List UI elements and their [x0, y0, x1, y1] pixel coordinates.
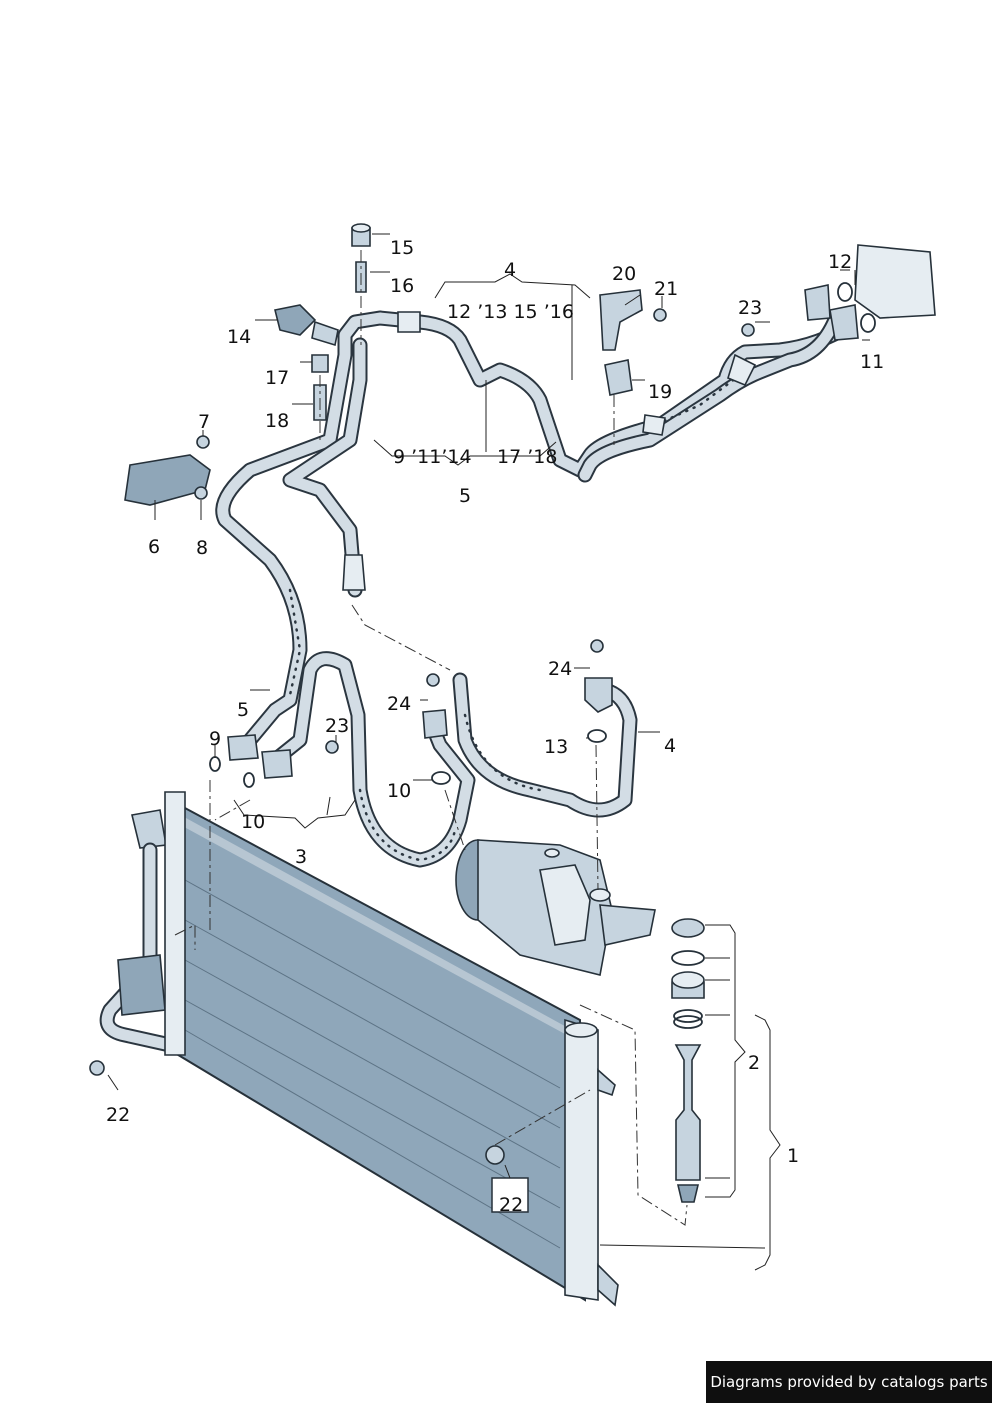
- callout-20: 20: [612, 263, 636, 285]
- callout-17: 17: [265, 367, 289, 389]
- small-parts: [89, 223, 936, 1076]
- callout-24-mid: 24: [387, 693, 411, 715]
- callout-16: 16: [390, 275, 414, 297]
- callout-23-top: 23: [738, 297, 762, 319]
- callout-18: 18: [265, 410, 289, 432]
- callout-14: 14: [227, 326, 251, 348]
- refrigerant-lines: [215, 310, 858, 868]
- callout-group-5-right: 17 ’18: [497, 446, 557, 468]
- callout-10-mid: 10: [387, 780, 411, 802]
- compressor: [455, 839, 656, 976]
- condenser: [99, 791, 619, 1307]
- callout-19: 19: [648, 381, 672, 403]
- callout-1: 1: [787, 1145, 799, 1167]
- callout-24-right: 24: [548, 658, 572, 680]
- callout-4-top: 4: [504, 259, 516, 281]
- callout-3: 3: [295, 846, 307, 868]
- catalog-credit-banner: Diagrams provided by catalogs parts: [706, 1361, 992, 1403]
- callout-5-top: 5: [459, 485, 471, 507]
- callout-15: 15: [390, 237, 414, 259]
- callout-group-5-left: 9 ’11’14: [393, 446, 472, 468]
- callout-11: 11: [860, 351, 884, 373]
- callout-6: 6: [148, 536, 160, 558]
- callout-2: 2: [748, 1052, 760, 1074]
- callout-4-bottom: 4: [664, 735, 676, 757]
- callout-group-4: 12 ’13 15 ’16: [447, 301, 574, 323]
- callout-21: 21: [654, 278, 678, 300]
- callout-22-left: 22: [106, 1104, 130, 1126]
- callout-7: 7: [198, 411, 210, 433]
- callout-13: 13: [544, 736, 568, 758]
- leader-lines: [107, 233, 870, 1271]
- callout-5-left: 5: [237, 699, 249, 721]
- callout-8: 8: [196, 537, 208, 559]
- callout-22-box: 22: [499, 1194, 523, 1216]
- callout-12: 12: [828, 251, 852, 273]
- callout-10-bottom: 10: [241, 811, 265, 833]
- callout-23-mid: 23: [325, 715, 349, 737]
- catalog-credit-text: Diagrams provided by catalogs parts: [710, 1373, 988, 1391]
- callout-9: 9: [209, 728, 221, 750]
- receiver-drier: [671, 918, 705, 1203]
- callouts: 15 16 14 17 18 7 6 8 4 12 ’13 15 ’16 9 ’…: [106, 237, 884, 1216]
